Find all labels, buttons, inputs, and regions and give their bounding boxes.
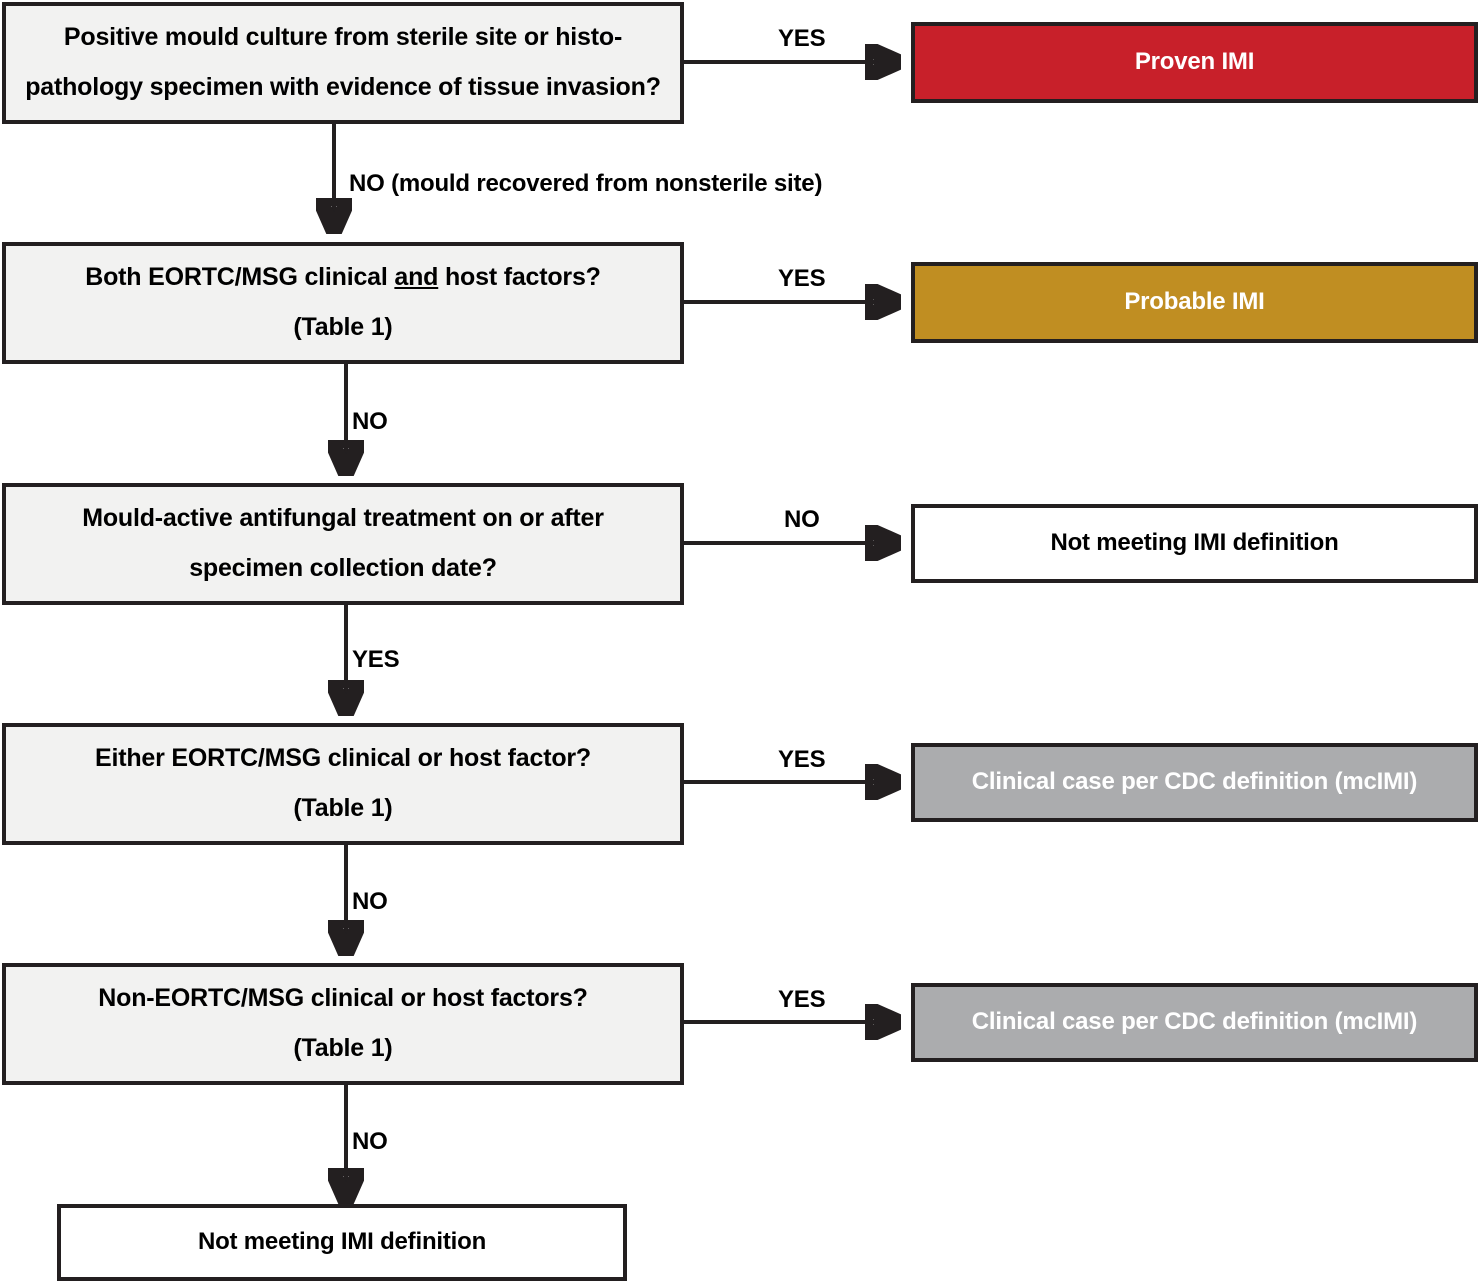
q2-text-underline: and [394, 263, 439, 292]
outcome-node-not-meeting-imi-definition-2[interactable]: Not meeting IMI definition [57, 1204, 627, 1281]
outcome-node-proven-imi[interactable]: Proven IMI [911, 22, 1478, 103]
decision-node-mould-active-antifungal-treatment[interactable]: Mould-active antifungal treatment on or … [2, 483, 684, 605]
edge-label-q1-no: NO (mould recovered from nonsterile site… [349, 170, 823, 197]
edge-label-q1-yes: YES [778, 25, 826, 52]
q4-line-2: (Table 1) [293, 794, 393, 822]
edge-label-q5-no: NO [352, 1128, 388, 1155]
not-meeting-imi-label-2: Not meeting IMI definition [197, 1228, 487, 1256]
q1-line-2: pathology specimen with evidence of tiss… [25, 73, 661, 101]
decision-node-positive-mould-culture[interactable]: Positive mould culture from sterile site… [2, 2, 684, 124]
edge-label-q4-no: NO [352, 888, 388, 915]
q5-line-2: (Table 1) [293, 1034, 393, 1062]
edge-label-q5-yes: YES [778, 986, 826, 1013]
outcome-node-probable-imi[interactable]: Probable IMI [911, 262, 1478, 343]
q4-line-1: Either EORTC/MSG clinical or host factor… [94, 744, 592, 773]
q2-text-pre: Both EORTC/MSG clinical [85, 263, 395, 292]
q5-line-1: Non-EORTC/MSG clinical or host factors? [98, 984, 588, 1013]
outcome-node-clinical-case-cdc-2[interactable]: Clinical case per CDC definition (mcIMI) [911, 983, 1478, 1062]
q3-line-2: specimen collection date? [189, 554, 497, 582]
outcome-node-clinical-case-cdc-1[interactable]: Clinical case per CDC definition (mcIMI) [911, 743, 1478, 822]
edge-label-q3-no: NO [784, 506, 820, 533]
decision-node-non-eortc-msg-factors[interactable]: Non-EORTC/MSG clinical or host factors? … [2, 963, 684, 1085]
proven-imi-label: Proven IMI [1134, 48, 1255, 76]
q1-line-1: Positive mould culture from sterile site… [63, 23, 623, 52]
edge-label-q3-yes: YES [352, 646, 400, 673]
clinical-case-label-1: Clinical case per CDC definition (mcIMI) [971, 768, 1418, 796]
edge-label-q2-yes: YES [778, 265, 826, 292]
not-meeting-imi-label-1: Not meeting IMI definition [1050, 529, 1339, 557]
decision-node-either-eortc-msg-factor[interactable]: Either EORTC/MSG clinical or host factor… [2, 723, 684, 845]
q2-text-post: host factors? [438, 263, 601, 292]
q3-line-1: Mould-active antifungal treatment on or … [82, 504, 604, 533]
clinical-case-label-2: Clinical case per CDC definition (mcIMI) [971, 1008, 1418, 1036]
edge-label-q2-no: NO [352, 408, 388, 435]
edge-label-q4-yes: YES [778, 746, 826, 773]
outcome-node-not-meeting-imi-definition-1[interactable]: Not meeting IMI definition [911, 504, 1478, 583]
q2-line-1: Both EORTC/MSG clinical and host factors… [85, 261, 601, 295]
q2-line-2: (Table 1) [293, 313, 393, 341]
decision-node-both-eortc-msg-factors[interactable]: Both EORTC/MSG clinical and host factors… [2, 242, 684, 364]
probable-imi-label: Probable IMI [1124, 288, 1265, 316]
